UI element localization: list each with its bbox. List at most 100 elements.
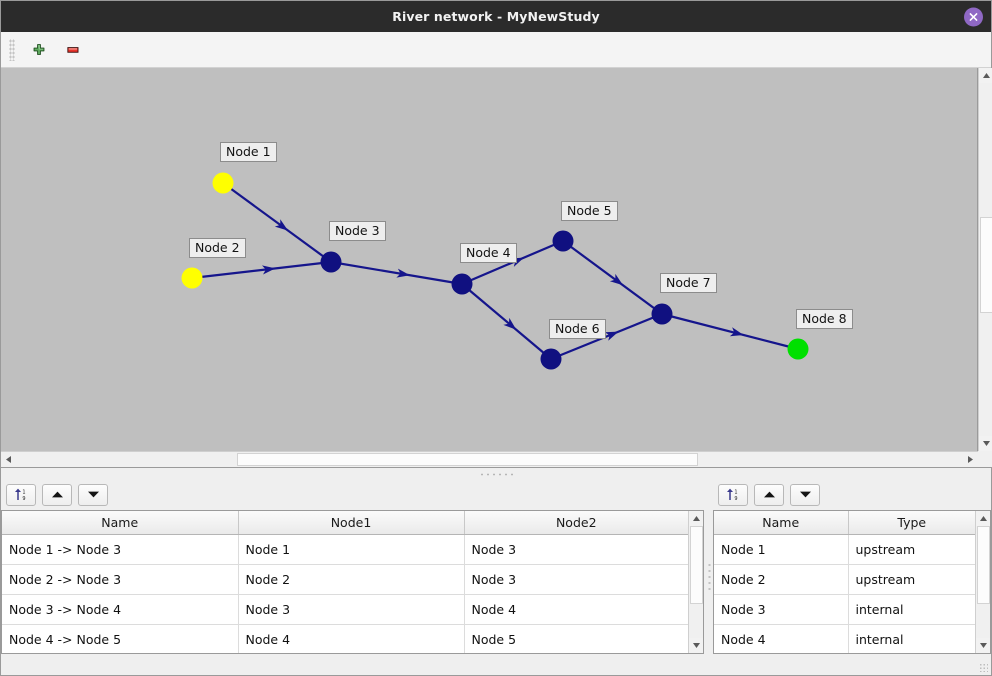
scroll-down-arrow-icon[interactable] xyxy=(978,436,992,451)
reaches-vertical-scrollbar[interactable] xyxy=(688,511,703,653)
table-cell[interactable]: Node 2 -> Node 3 xyxy=(2,564,239,595)
table-cell[interactable]: internal xyxy=(848,624,975,653)
node-label-node6[interactable]: Node 6 xyxy=(549,319,606,339)
table-cell[interactable]: Node 3 -> Node 4 xyxy=(2,594,239,625)
table-cell[interactable]: Node 2 xyxy=(714,564,849,595)
nodes-vscroll-track[interactable] xyxy=(976,526,990,638)
nodes-sort-button[interactable]: 1 9 xyxy=(718,483,748,506)
table-cell[interactable]: Node 4 xyxy=(714,624,849,653)
node-label-node8[interactable]: Node 8 xyxy=(796,309,853,329)
table-cell[interactable]: Node 4 xyxy=(238,624,465,653)
nodes-scroll-down-arrow-icon[interactable] xyxy=(976,638,990,653)
graph-node-node3[interactable] xyxy=(320,251,342,273)
graph-node-node2[interactable] xyxy=(181,267,203,289)
toolbar-drag-handle[interactable] xyxy=(9,38,15,61)
reaches-vscroll-track[interactable] xyxy=(689,526,703,638)
edge-Node4-to-Node6[interactable] xyxy=(461,283,552,360)
reaches-panel: 1 9 xyxy=(1,479,704,675)
window-resize-grip-icon[interactable] xyxy=(979,663,988,672)
node-label-node3[interactable]: Node 3 xyxy=(329,221,386,241)
table-cell[interactable]: Node 2 xyxy=(238,564,465,595)
reaches-column-header-node1[interactable]: Node1 xyxy=(238,511,465,535)
reaches-vscroll-thumb[interactable] xyxy=(690,526,703,604)
edge-Node5-to-Node7[interactable] xyxy=(562,240,663,315)
node-label-node7[interactable]: Node 7 xyxy=(660,273,717,293)
table-cell[interactable]: Node 1 xyxy=(714,534,849,565)
delete-node-button[interactable] xyxy=(61,38,85,62)
table-cell[interactable]: upstream xyxy=(848,564,975,595)
edge-Node1-to-Node3[interactable] xyxy=(222,182,332,263)
graph-hscroll-thumb[interactable] xyxy=(237,453,698,466)
graph-node-node7[interactable] xyxy=(651,303,673,325)
table-cell[interactable]: Node 1 xyxy=(238,534,465,565)
reaches-sort-button[interactable]: 1 9 xyxy=(6,483,36,506)
graph-vertical-scrollbar[interactable] xyxy=(978,68,992,451)
reaches-column-header-node2[interactable]: Node2 xyxy=(464,511,688,535)
node-label-node1[interactable]: Node 1 xyxy=(220,142,277,162)
table-cell[interactable]: Node 3 xyxy=(464,534,688,565)
edge-Node7-to-Node8[interactable] xyxy=(661,312,799,351)
window-title: River network - MyNewStudy xyxy=(392,9,600,24)
graph-vscroll-thumb[interactable] xyxy=(979,217,992,313)
nodes-move-up-button[interactable] xyxy=(754,483,784,506)
nodes-scroll-up-arrow-icon[interactable] xyxy=(976,511,990,526)
network-diagram-panel: Node 1 Node 2 Node 3 Node 4 Node 5 Node 6 Node… xyxy=(1,68,992,467)
tables-divider[interactable] xyxy=(704,479,713,675)
node-labels-layer: Node 1 Node 2 Node 3 Node 4 Node 5 Node 6 Node… xyxy=(1,68,977,451)
table-cell[interactable]: Node 4 -> Node 5 xyxy=(2,624,239,653)
close-icon[interactable] xyxy=(964,7,983,26)
nodes-vertical-scrollbar[interactable] xyxy=(975,511,990,653)
nodes-column-header-type[interactable]: Type xyxy=(848,511,975,535)
reaches-scroll-down-arrow-icon[interactable] xyxy=(689,638,703,653)
reaches-scroll-up-arrow-icon[interactable] xyxy=(689,511,703,526)
node-label-node4[interactable]: Node 4 xyxy=(460,243,517,263)
panel-splitter[interactable] xyxy=(1,467,991,479)
graph-horizontal-scrollbar[interactable] xyxy=(1,451,978,467)
graph-vscroll-track[interactable] xyxy=(978,83,992,436)
graph-hscroll-track[interactable] xyxy=(16,452,963,467)
table-cell[interactable]: upstream xyxy=(848,534,975,565)
table-cell[interactable]: Node 3 xyxy=(238,594,465,625)
nodes-column-header-name[interactable]: Name xyxy=(714,511,849,535)
table-cell[interactable]: Node 3 xyxy=(714,594,849,625)
nodes-vscroll-thumb[interactable] xyxy=(977,526,990,604)
network-canvas[interactable]: Node 1 Node 2 Node 3 Node 4 Node 5 Node 6 Node… xyxy=(1,68,978,451)
title-bar: River network - MyNewStudy xyxy=(1,1,991,32)
node-label-node5[interactable]: Node 5 xyxy=(561,201,618,221)
reaches-column-header-name[interactable]: Name xyxy=(2,511,239,535)
edge-Node2-to-Node3[interactable] xyxy=(191,260,332,280)
edge-Node3-to-Node4[interactable] xyxy=(330,260,463,286)
graph-node-node1[interactable] xyxy=(212,172,234,194)
graph-node-node5[interactable] xyxy=(552,230,574,252)
reaches-move-down-button[interactable] xyxy=(78,483,108,506)
edge-Node6-to-Node7[interactable] xyxy=(550,312,663,361)
table-cell[interactable]: Node 4 xyxy=(464,594,688,625)
add-node-button[interactable] xyxy=(27,38,51,62)
scroll-up-arrow-icon[interactable] xyxy=(978,68,992,83)
reaches-toolbar: 1 9 xyxy=(1,479,704,510)
table-cell[interactable]: internal xyxy=(848,594,975,625)
scroll-right-arrow-icon[interactable] xyxy=(963,452,978,467)
graph-node-node8[interactable] xyxy=(787,338,809,360)
table-cell[interactable]: Node 3 xyxy=(464,564,688,595)
graph-node-node6[interactable] xyxy=(540,348,562,370)
table-cell[interactable]: Node 5 xyxy=(464,624,688,653)
scroll-left-arrow-icon[interactable] xyxy=(1,452,16,467)
table-cell[interactable]: Node 1 -> Node 3 xyxy=(2,534,239,565)
reaches-move-up-button[interactable] xyxy=(42,483,72,506)
nodes-move-down-button[interactable] xyxy=(790,483,820,506)
node-label-node2[interactable]: Node 2 xyxy=(189,238,246,258)
graph-node-node4[interactable] xyxy=(451,273,473,295)
